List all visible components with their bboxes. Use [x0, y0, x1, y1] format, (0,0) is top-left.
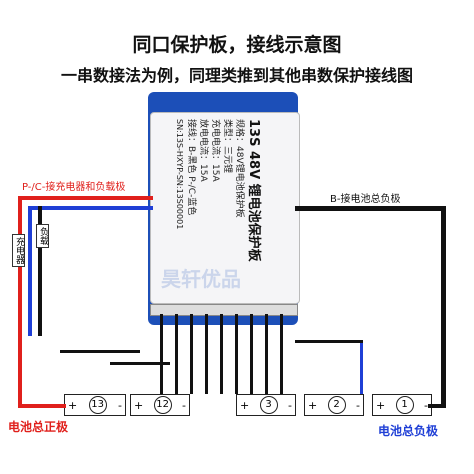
watermark: 昊轩优品	[161, 267, 241, 291]
balance-wire-horizontal	[60, 350, 140, 353]
cell-number: 13	[88, 396, 107, 414]
load-label: 负载	[36, 224, 49, 248]
black-wire-right	[441, 206, 446, 406]
balance-wire-horizontal	[295, 340, 363, 343]
cell-number: 12	[153, 396, 172, 414]
plus-terminal: +	[68, 398, 78, 412]
red-wire-bottom	[18, 404, 66, 408]
b-label: B-接电池总负极	[330, 194, 401, 205]
diagram-title: 同口保护板，接线示意图	[132, 34, 342, 56]
red-wire-top	[18, 196, 153, 200]
plus-terminal: +	[134, 398, 144, 412]
minus-terminal: -	[356, 398, 360, 412]
minus-terminal: -	[424, 398, 428, 412]
minus-terminal: -	[182, 398, 186, 412]
total-positive-label: 电池总正极	[8, 420, 69, 434]
balance-connector	[150, 304, 298, 316]
minus-terminal: -	[288, 398, 292, 412]
plus-terminal: +	[376, 398, 386, 412]
cell-2: + 2 -	[304, 394, 364, 416]
cell-3: + 3 -	[236, 394, 296, 416]
balance-wire	[265, 314, 268, 394]
pc-label: P-/C-接充电器和负载极	[22, 182, 126, 193]
balance-wire	[220, 314, 223, 394]
cell-number: 2	[327, 396, 346, 414]
black-wire-top	[295, 206, 445, 211]
plus-terminal: +	[308, 398, 318, 412]
balance-wire	[280, 314, 283, 394]
balance-wire	[175, 314, 178, 394]
minus-terminal: -	[118, 398, 122, 412]
black-wire-load-left	[38, 206, 42, 336]
diagram-subtitle: 一串数接法为例，同理类推到其他串数保护接线图	[60, 66, 413, 85]
balance-wire	[235, 314, 238, 394]
cell-number: 1	[395, 396, 414, 414]
total-negative-label: 电池总负极	[378, 424, 439, 438]
black-wire-bottom	[428, 404, 446, 408]
balance-wire	[250, 314, 253, 394]
board-sticker: 13S 48V 锂电池保护板 规格：48V锂电池保护板 类型：三元锂 充电电流：…	[150, 112, 300, 304]
negative-balance-wire	[360, 340, 363, 394]
balance-wire	[205, 314, 208, 394]
blue-wire-top	[28, 206, 153, 210]
cell-number: 3	[259, 396, 278, 414]
blue-wire-left	[28, 206, 32, 336]
plus-terminal: +	[240, 398, 250, 412]
cell-1: + 1 -	[372, 394, 432, 416]
balance-wire-horizontal	[110, 362, 170, 365]
charger-label: 充电器	[12, 234, 25, 267]
balance-wire	[160, 314, 163, 394]
cell-12: + 12 -	[130, 394, 190, 416]
balance-wire	[190, 314, 193, 394]
red-wire-left	[18, 196, 22, 406]
cell-13: + 13 -	[64, 394, 126, 416]
